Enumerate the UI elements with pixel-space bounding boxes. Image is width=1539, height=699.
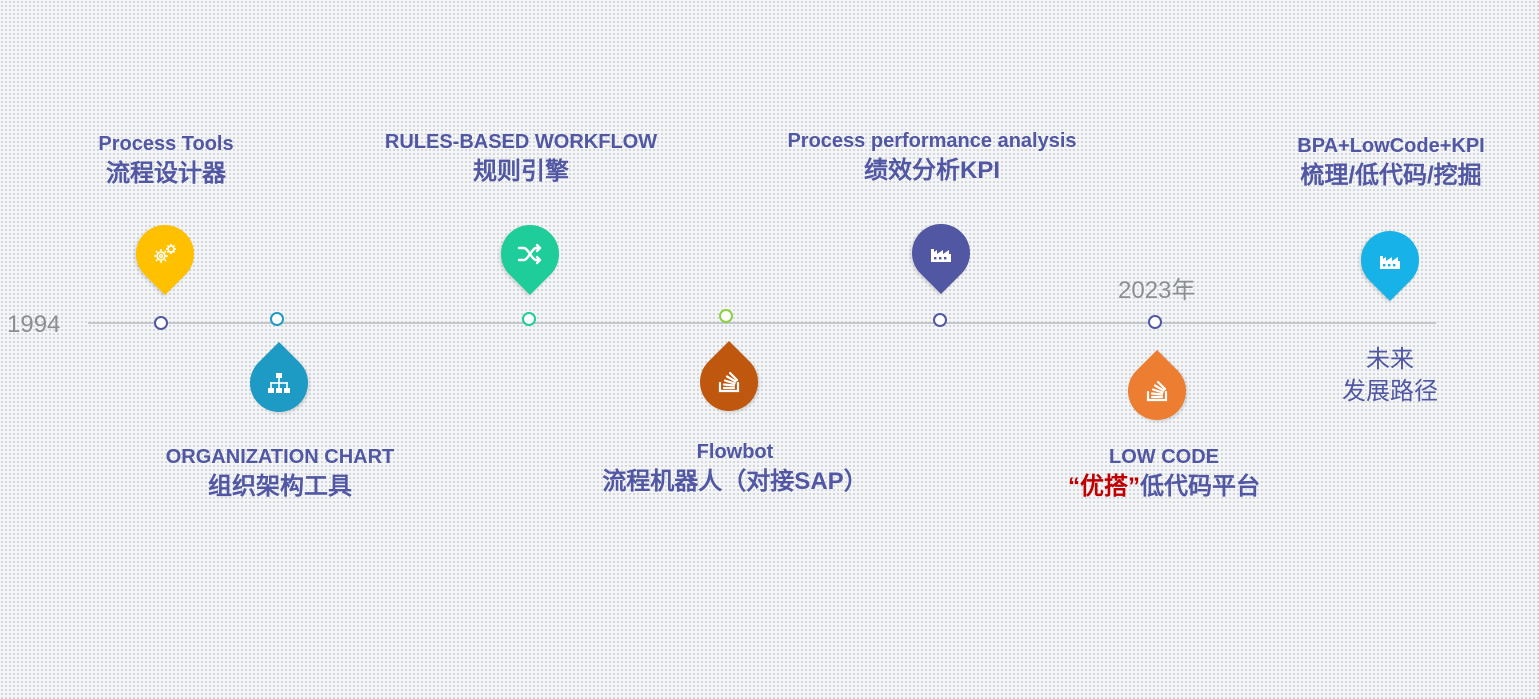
milestone-title-cn: “优搭”低代码平台 bbox=[1024, 471, 1304, 503]
start-year-label: 1994 bbox=[7, 311, 61, 338]
timeline-dot-low-code bbox=[1148, 315, 1162, 329]
timeline-dot-organization-chart bbox=[270, 312, 284, 326]
milestone-title-cn: 组织架构工具 bbox=[208, 473, 352, 500]
pin-bpa-lowcode-kpi bbox=[1348, 218, 1432, 302]
label-organization-chart: ORGANIZATION CHART 组织架构工具 bbox=[140, 443, 420, 503]
stack-icon bbox=[718, 371, 740, 393]
pin-flowbot bbox=[687, 340, 771, 424]
gears-icon bbox=[154, 244, 176, 263]
future-line-2: 发展路径 bbox=[1342, 378, 1438, 405]
milestone-title-en: Process performance analysis bbox=[787, 130, 1077, 152]
timeline-dot-performance bbox=[933, 313, 947, 327]
milestone-title-en: LOW CODE bbox=[1109, 446, 1219, 468]
label-performance-analysis: Process performance analysis 绩效分析KPI bbox=[752, 127, 1112, 187]
milestone-title-en: BPA+LowCode+KPI bbox=[1297, 135, 1485, 157]
future-line-1: 未来 bbox=[1366, 346, 1414, 373]
pin-performance-analysis bbox=[899, 211, 983, 295]
milestone-title-cn: 流程机器人（对接SAP） bbox=[602, 468, 868, 495]
milestone-title-en: Flowbot bbox=[696, 441, 774, 463]
milestone-title-cn: 梳理/低代码/挖掘 bbox=[1300, 162, 1482, 189]
youda-brand-name: “优搭” bbox=[1068, 473, 1140, 500]
timeline-dot-process-tools bbox=[154, 316, 168, 330]
label-bpa-lowcode-kpi: BPA+LowCode+KPI 梳理/低代码/挖掘 bbox=[1276, 132, 1506, 192]
pin-organization-chart bbox=[237, 341, 321, 425]
milestone-title-en: ORGANIZATION CHART bbox=[165, 446, 395, 468]
timeline-dot-rules-workflow bbox=[522, 312, 536, 326]
milestone-title-cn: 规则引擎 bbox=[473, 158, 569, 185]
label-process-tools: Process Tools 流程设计器 bbox=[66, 130, 266, 190]
factory-icon bbox=[1380, 256, 1400, 269]
label-future-path: 未来 发展路径 bbox=[1310, 344, 1470, 408]
timeline-dot-flowbot bbox=[719, 309, 733, 323]
org-chart-icon bbox=[268, 373, 290, 393]
milestone-title-cn: 流程设计器 bbox=[106, 160, 226, 187]
pin-low-code bbox=[1115, 349, 1199, 433]
low-code-platform-text: 低代码平台 bbox=[1140, 473, 1260, 500]
shuffle-icon bbox=[517, 243, 542, 265]
year-2023-label: 2023年 bbox=[1118, 277, 1196, 304]
milestone-title-en: Process Tools bbox=[98, 133, 234, 155]
label-low-code: LOW CODE “优搭”低代码平台 bbox=[1024, 443, 1304, 503]
label-rules-workflow: RULES-BASED WORKFLOW 规则引擎 bbox=[361, 128, 681, 188]
timeline-axis bbox=[88, 322, 1436, 324]
stack-icon bbox=[1146, 380, 1168, 402]
milestone-title-en: RULES-BASED WORKFLOW bbox=[384, 131, 658, 153]
label-flowbot: Flowbot 流程机器人（对接SAP） bbox=[575, 438, 895, 498]
factory-icon bbox=[931, 249, 951, 262]
pin-rules-workflow bbox=[488, 212, 572, 296]
pin-process-tools bbox=[123, 212, 207, 296]
milestone-title-cn: 绩效分析KPI bbox=[863, 157, 1000, 184]
